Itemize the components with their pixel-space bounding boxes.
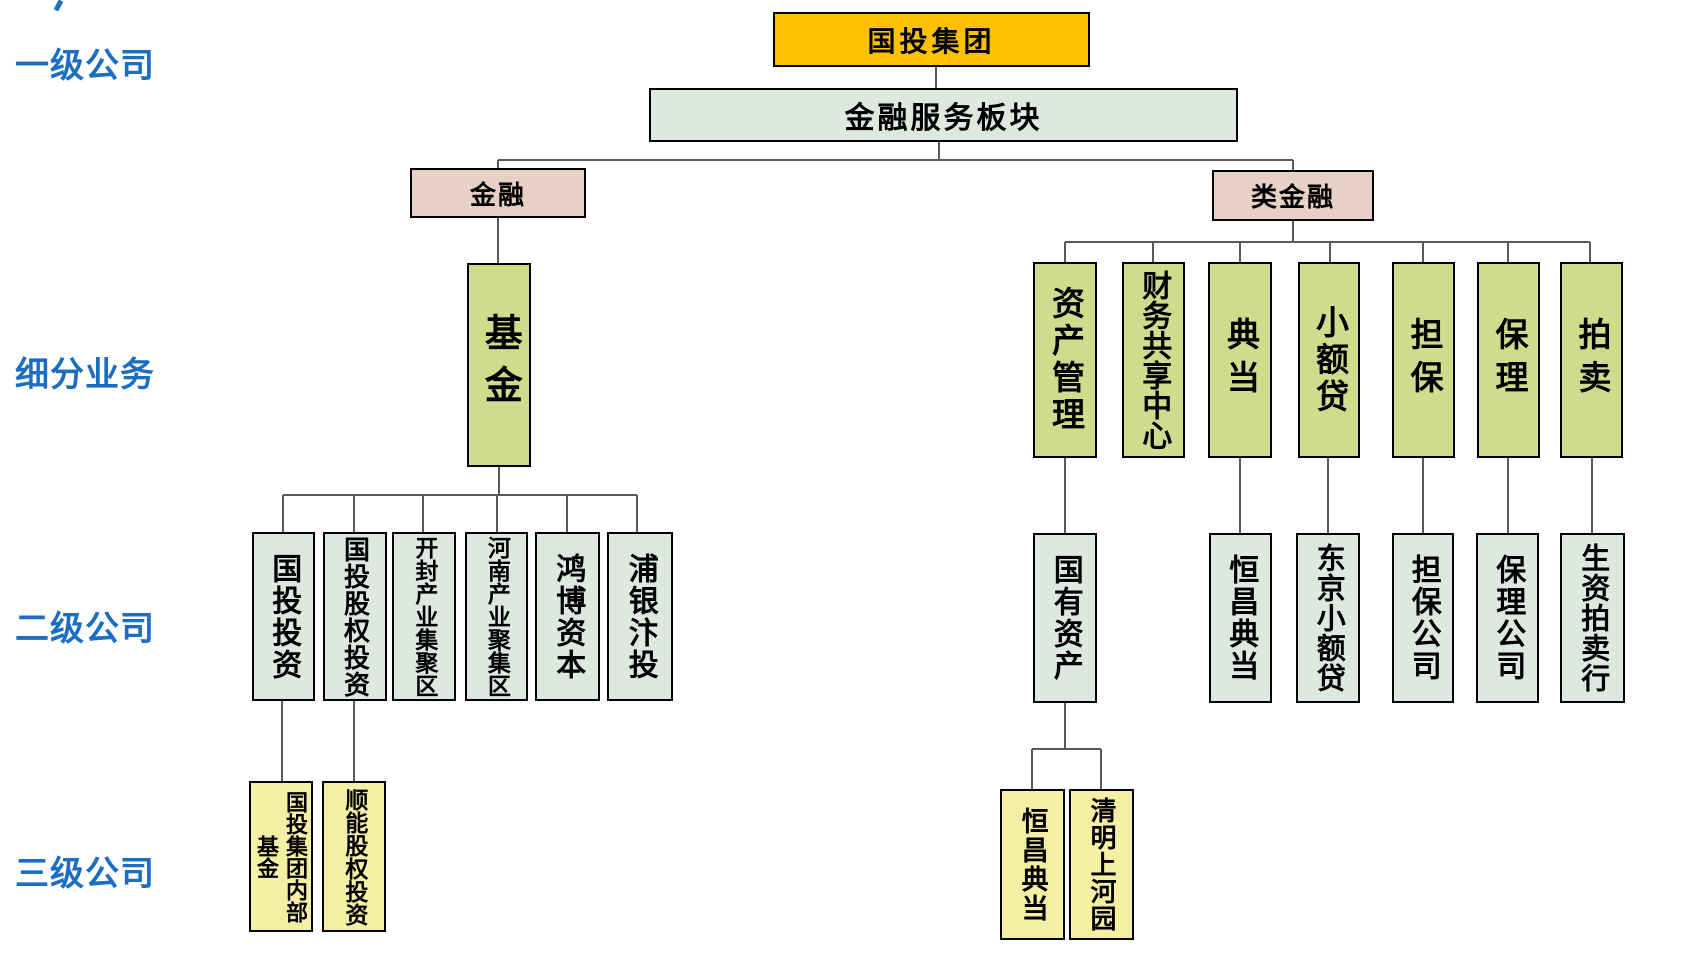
hongbo-capital-box: 鸿博资本	[535, 532, 600, 701]
finance-sector-box: 金融服务板块	[649, 88, 1238, 142]
state-owned-assets-label: 国有资产	[1048, 554, 1082, 682]
group-internal-fund-label: 国投集团内部基金	[254, 790, 308, 923]
financial-shared-center-label: 财务共享中心	[1137, 270, 1171, 450]
guarantee-segment-label: 担保	[1405, 317, 1443, 403]
factoring-company-label: 保理公司	[1491, 554, 1525, 682]
micro-loan-segment-box: 小额贷	[1298, 262, 1360, 458]
finance-branch-box: 金融	[410, 168, 586, 218]
asset-management-box: 资产管理	[1033, 262, 1097, 458]
state-owned-assets-box: 国有资产	[1033, 533, 1097, 703]
root-company-box: 国投集团	[773, 12, 1090, 67]
shunneng-equity-investment-label: 顺能股权投资	[341, 787, 368, 926]
qingming-riverside-park-label: 清明上河园	[1087, 797, 1118, 932]
fund-segment-label: 基金	[478, 313, 521, 417]
guarantee-company-label: 担保公司	[1406, 554, 1440, 682]
finance-branch-label: 金融	[469, 179, 526, 210]
hengchang-pawn-box: 恒昌典当	[1209, 533, 1272, 703]
cropped-text-fragment	[53, 0, 64, 12]
guotou-equity-investment-box: 国投股权投资	[323, 532, 387, 701]
hengchang-pawn-l3-box: 恒昌典当	[1000, 789, 1065, 940]
auction-segment-label: 拍卖	[1573, 317, 1611, 403]
auction-segment-box: 拍卖	[1560, 262, 1623, 458]
row-label-segments: 细分业务	[15, 356, 155, 394]
financial-shared-center-box: 财务共享中心	[1122, 262, 1185, 458]
henan-industrial-cluster-box: 河南产业聚集区	[465, 532, 528, 701]
guotou-investment-label: 国投投资	[267, 552, 301, 681]
factoring-segment-label: 保理	[1490, 317, 1528, 403]
guarantee-company-box: 担保公司	[1392, 533, 1454, 703]
micro-loan-segment-label: 小额贷	[1311, 304, 1349, 416]
row-label-tier2: 二级公司	[15, 610, 155, 648]
kaifeng-industrial-cluster-box: 开封产业集聚区	[392, 532, 456, 701]
shunneng-equity-investment-box: 顺能股权投资	[322, 781, 386, 932]
row-label-tier3: 三级公司	[15, 855, 155, 893]
shengzi-auction-house-box: 生资拍卖行	[1560, 533, 1625, 703]
shengzi-auction-house-label: 生资拍卖行	[1576, 543, 1609, 693]
asset-management-label: 资产管理	[1047, 286, 1085, 434]
guarantee-segment-box: 担保	[1392, 262, 1455, 458]
guotou-equity-investment-label: 国投股权投资	[340, 535, 371, 698]
hengchang-pawn-label: 恒昌典当	[1224, 554, 1258, 682]
fund-segment-box: 基金	[467, 263, 531, 467]
root-company-label: 国投集团	[867, 25, 996, 57]
finance-sector-label: 金融服务板块	[844, 102, 1043, 135]
pawn-segment-box: 典当	[1208, 262, 1272, 458]
hongbo-capital-label: 鸿博资本	[551, 552, 585, 681]
pawn-segment-label: 典当	[1222, 317, 1260, 403]
row-label-tier1: 一级公司	[15, 47, 155, 85]
dongjing-micro-loan-box: 东京小额贷	[1296, 533, 1360, 703]
puyin-biantou-label: 浦银汴投	[623, 552, 657, 681]
factoring-company-box: 保理公司	[1476, 533, 1539, 703]
dongjing-micro-loan-label: 东京小额贷	[1312, 543, 1345, 693]
factoring-segment-box: 保理	[1477, 262, 1540, 458]
guotou-investment-box: 国投投资	[252, 532, 315, 701]
kaifeng-industrial-cluster-label: 开封产业集聚区	[411, 536, 438, 697]
puyin-biantou-box: 浦银汴投	[607, 532, 673, 701]
group-internal-fund-box: 国投集团内部基金	[249, 781, 313, 932]
qingming-riverside-park-box: 清明上河园	[1069, 789, 1134, 940]
quasi-finance-branch-box: 类金融	[1212, 170, 1374, 221]
hengchang-pawn-l3-label: 恒昌典当	[1017, 806, 1048, 923]
quasi-finance-branch-label: 类金融	[1250, 182, 1335, 212]
henan-industrial-cluster-label: 河南产业聚集区	[484, 536, 511, 697]
